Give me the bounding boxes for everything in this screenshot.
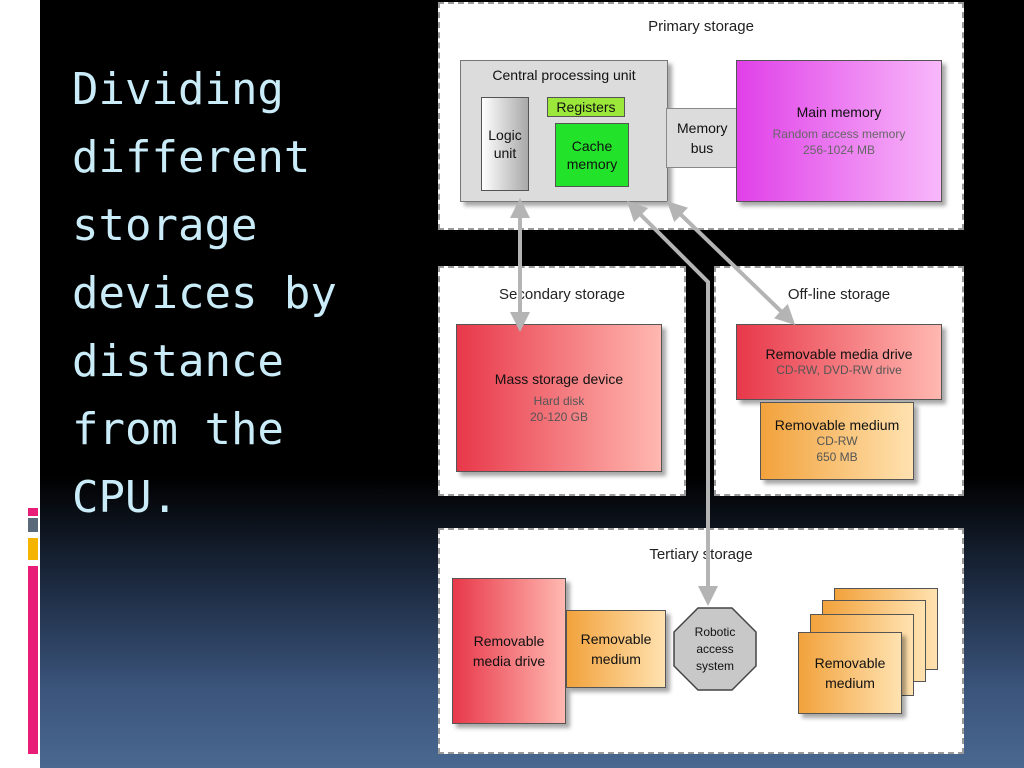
secondary-storage-title: Secondary storage xyxy=(499,286,625,303)
memory-bus-label: Memory bus xyxy=(677,120,728,156)
primary-storage-panel: Primary storage Central processing unit … xyxy=(438,2,964,230)
main-memory-subtitle: Random access memory xyxy=(772,127,906,141)
registers-box: Registers xyxy=(547,97,625,117)
memory-bus-box: Memory bus xyxy=(666,108,738,168)
storage-diagram: Primary storage Central processing unit … xyxy=(436,0,966,756)
robotic-access-label: Robotic access system xyxy=(694,624,736,673)
tertiary-storage-title: Tertiary storage xyxy=(649,546,753,563)
cache-memory-box: Cache memory xyxy=(555,123,629,187)
robotic-octagon-shape xyxy=(673,607,757,691)
removable-drive-subtitle: CD-RW, DVD-RW drive xyxy=(776,363,902,377)
removable-medium-box: Removable medium CD-RW 650 MB xyxy=(760,402,914,480)
main-memory-box: Main memory Random access memory 256-102… xyxy=(736,60,942,202)
offline-storage-panel: Off-line storage Removable media drive C… xyxy=(714,266,964,496)
stack-medium-label: Removable medium xyxy=(814,655,886,691)
removable-drive-title: Removable media drive xyxy=(765,346,913,362)
removable-medium-title: Removable medium xyxy=(774,417,900,433)
cache-memory-label: Cache memory xyxy=(566,138,618,172)
mass-storage-title: Mass storage device xyxy=(494,371,624,387)
primary-storage-title: Primary storage xyxy=(648,18,754,35)
robotic-access-box: Robotic access system xyxy=(680,610,750,688)
accent-bar-pink xyxy=(28,566,38,754)
cpu-title: Central processing unit xyxy=(492,67,636,83)
removable-medium-subtitle: CD-RW xyxy=(816,434,858,448)
mass-storage-subtitle: Hard disk xyxy=(533,394,585,408)
tertiary-drive-box: Removable media drive xyxy=(452,578,566,724)
secondary-storage-panel: Secondary storage Mass storage device Ha… xyxy=(438,266,686,496)
main-memory-size: 256-1024 MB xyxy=(802,143,876,157)
offline-storage-title: Off-line storage xyxy=(787,286,891,303)
stack-card-front: Removable medium xyxy=(798,632,902,714)
registers-label: Registers xyxy=(556,99,616,115)
cpu-box: Central processing unit Logic unit Regis… xyxy=(460,60,668,202)
accent-bar-gray xyxy=(28,518,38,532)
slide-title: Dividing different storage devices by di… xyxy=(72,64,337,523)
removable-drive-box: Removable media drive CD-RW, DVD-RW driv… xyxy=(736,324,942,400)
logic-unit-label: Logic unit xyxy=(488,127,522,161)
logic-unit-box: Logic unit xyxy=(481,97,529,191)
accent-bar-yellow xyxy=(28,538,38,560)
tertiary-drive-label: Removable media drive xyxy=(472,633,546,669)
accent-bar-pink-top xyxy=(28,508,38,516)
tertiary-medium-box: Removable medium xyxy=(566,610,666,688)
mass-storage-size: 20-120 GB xyxy=(529,410,589,424)
tertiary-storage-panel: Tertiary storage Removable media drive R… xyxy=(438,528,964,754)
tertiary-medium-label: Removable medium xyxy=(580,631,652,667)
mass-storage-box: Mass storage device Hard disk 20-120 GB xyxy=(456,324,662,472)
main-memory-title: Main memory xyxy=(796,104,882,120)
removable-medium-size: 650 MB xyxy=(816,450,858,464)
